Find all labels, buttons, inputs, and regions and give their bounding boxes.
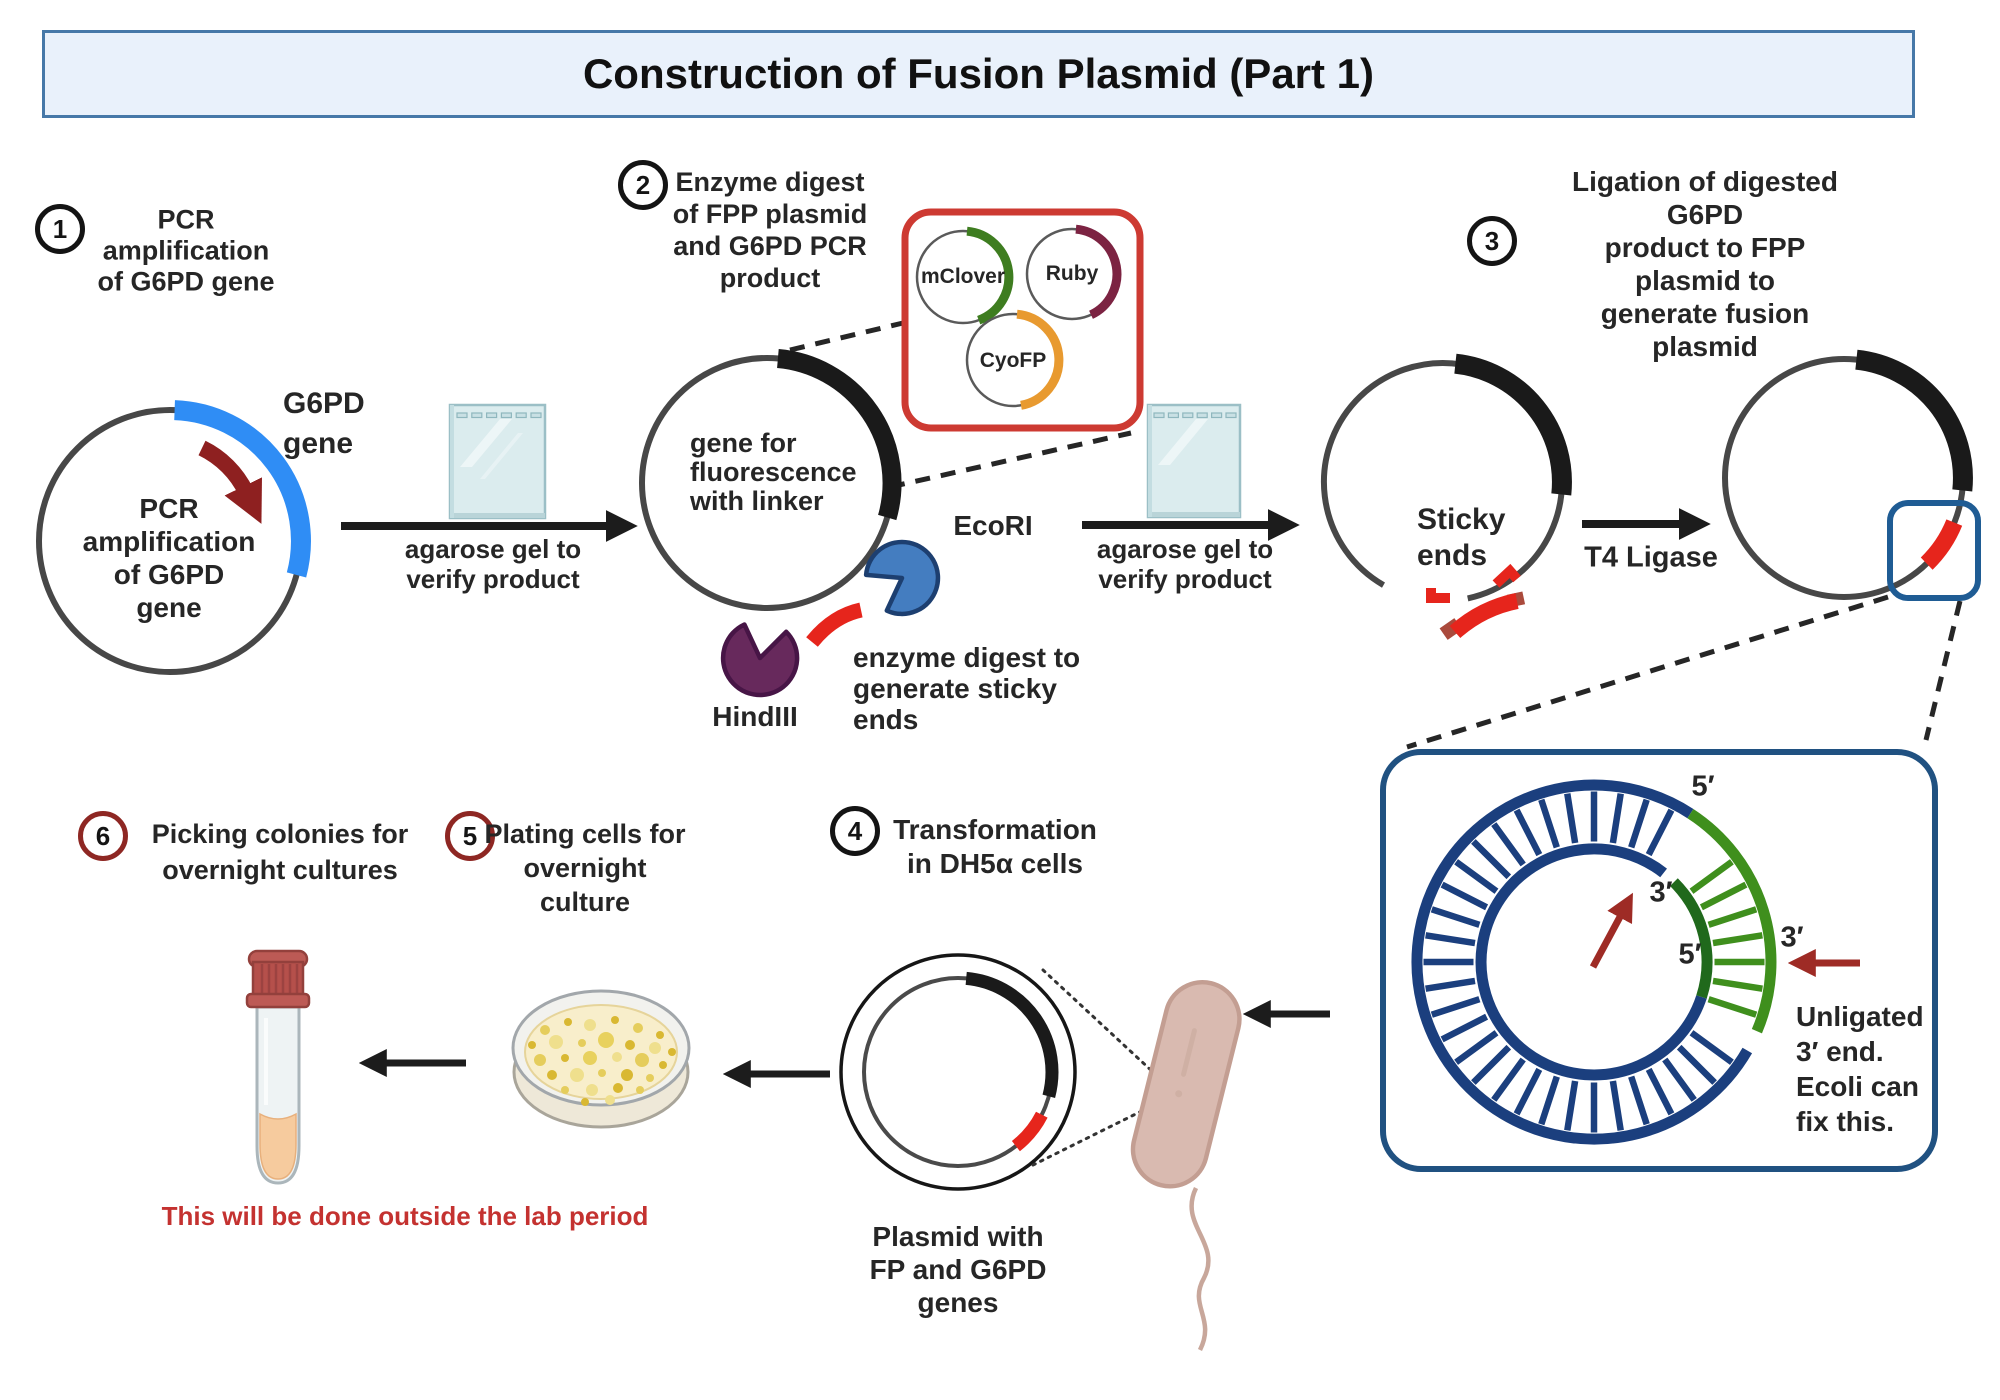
dh5a-bacterium-icon <box>1130 980 1242 1352</box>
zoom-region-box <box>1887 500 1981 601</box>
outside-lab-note: This will be done outside the lab period <box>161 1201 649 1232</box>
digested-insert-fragment <box>1449 593 1519 639</box>
sticky-end-right <box>1492 563 1521 588</box>
step-4-number: 4 <box>830 806 880 856</box>
step-1-number: 1 <box>35 204 85 254</box>
five-prime-mid-label: 5′ <box>1678 938 1702 971</box>
gel-caption-1: agarose gel to verify product <box>404 534 582 594</box>
gel-caption-2: agarose gel to verify product <box>1096 534 1274 594</box>
dna-outer-strand-blue <box>1411 779 1753 1145</box>
step-4-label: Transformation in DH5α cells <box>893 814 1097 879</box>
cyofp-arc <box>1016 309 1064 410</box>
dashed-line-zoombox-to-detail-left <box>1406 594 1889 750</box>
plasmid1-inner-label: PCR amplification of G6PD gene <box>82 493 256 623</box>
sticky-ends-label: Sticky ends <box>1417 503 1506 572</box>
plasmid4-fp-arc <box>965 971 1059 1098</box>
step-5-number: 5 <box>445 811 495 861</box>
fusion-insert-arc <box>1920 519 1963 570</box>
mclover-label: mClover <box>920 264 1006 288</box>
step-3-number: 3 <box>1467 216 1517 266</box>
three-prime-end-label: 3′ <box>1780 921 1804 954</box>
ecori-label: EcoRI <box>953 509 1033 541</box>
plasmid-fpp <box>639 349 902 611</box>
plasmid4-caption: Plasmid with FP and G6PD genes <box>869 1221 1047 1318</box>
fusion-fp-arc <box>1855 349 1973 492</box>
petri-dish-icon <box>511 989 691 1129</box>
fp-options-box <box>901 208 1144 432</box>
five-prime-top-label: 5′ <box>1691 770 1715 803</box>
agarose-gel-icon-2 <box>1146 403 1242 519</box>
agarose-gel-icon-1 <box>448 403 547 520</box>
colonies <box>528 1016 676 1106</box>
sticky-fp-arc <box>1454 353 1572 496</box>
ruby-label: Ruby <box>1045 261 1099 285</box>
hindiii-label: HindIII <box>712 700 798 732</box>
tube-cap-flange <box>245 992 311 1009</box>
tube-cap-body <box>251 960 305 998</box>
dashed-line-fpp-to-fpbox-bottom <box>889 430 1132 490</box>
t4-ligase-label: T4 Ligase <box>1584 541 1718 574</box>
fp-gene-arc <box>776 349 902 521</box>
dashed-connectors <box>789 320 1963 750</box>
step-3-label: Ligation of digested G6PD product to FPP… <box>1572 166 1838 362</box>
digest-note-label: enzyme digest to generate sticky ends <box>853 642 1081 735</box>
fusion-plasmid <box>1722 349 1981 601</box>
cut-fragment-icon <box>806 602 863 647</box>
plasmid-g6pd <box>36 400 311 675</box>
hindiii-enzyme-icon <box>720 622 800 698</box>
step-2-number: 2 <box>618 160 668 210</box>
g6pd-gene-label: G6PD gene <box>283 387 365 460</box>
ligation-detail-box <box>1380 749 1938 1172</box>
dna-inner-strand-green <box>1669 878 1713 999</box>
step-5-label: Plating cells for overnight culture <box>484 819 686 917</box>
step-2-label: Enzyme digest of FPP plasmid and G6PD PC… <box>672 167 868 293</box>
step-1-label: PCR amplification of G6PD gene <box>97 204 275 297</box>
three-prime-inner-label: 3′ <box>1649 876 1673 909</box>
pcr-direction-arrow-icon <box>198 440 262 524</box>
step-6-number: 6 <box>78 811 128 861</box>
fpp-inner-label: gene for fluorescence with linker <box>690 428 857 516</box>
flagellum <box>1189 1187 1211 1352</box>
dashed-line-zoombox-to-detail-right <box>1923 600 1963 741</box>
sticky-ends-plasmid <box>1320 353 1572 640</box>
page-title: Construction of Fusion Plasmid (Part 1) <box>582 50 1375 97</box>
plasmid4-insert-arc <box>1011 1111 1048 1152</box>
step-6-label: Picking colonies for overnight cultures <box>151 819 409 885</box>
title-banner: Construction of Fusion Plasmid (Part 1) <box>42 30 1915 118</box>
ruby-arc <box>1075 224 1122 319</box>
sticky-end-left <box>1426 588 1450 603</box>
g6pd-gene-arc <box>174 400 311 578</box>
arrow-to-3prime-gap <box>1589 892 1633 969</box>
cyofp-label: CyoFP <box>979 348 1047 372</box>
plasmid4-outer-ring <box>839 953 1077 1191</box>
ecori-enzyme-icon <box>863 539 941 617</box>
dna-inner-strand-blue <box>1475 843 1707 1081</box>
culture-tube-icon <box>245 949 311 1185</box>
transformed-plasmid <box>839 953 1077 1191</box>
dna-outer-strand-green <box>1687 808 1777 1034</box>
mclover-arc <box>966 226 1014 325</box>
dashed-line-fpp-to-fpbox-top <box>789 320 904 353</box>
dna-rungs <box>1423 791 1765 1133</box>
unligated-note: Unligated 3′ end. Ecoli can fix this. <box>1796 1001 1924 1137</box>
